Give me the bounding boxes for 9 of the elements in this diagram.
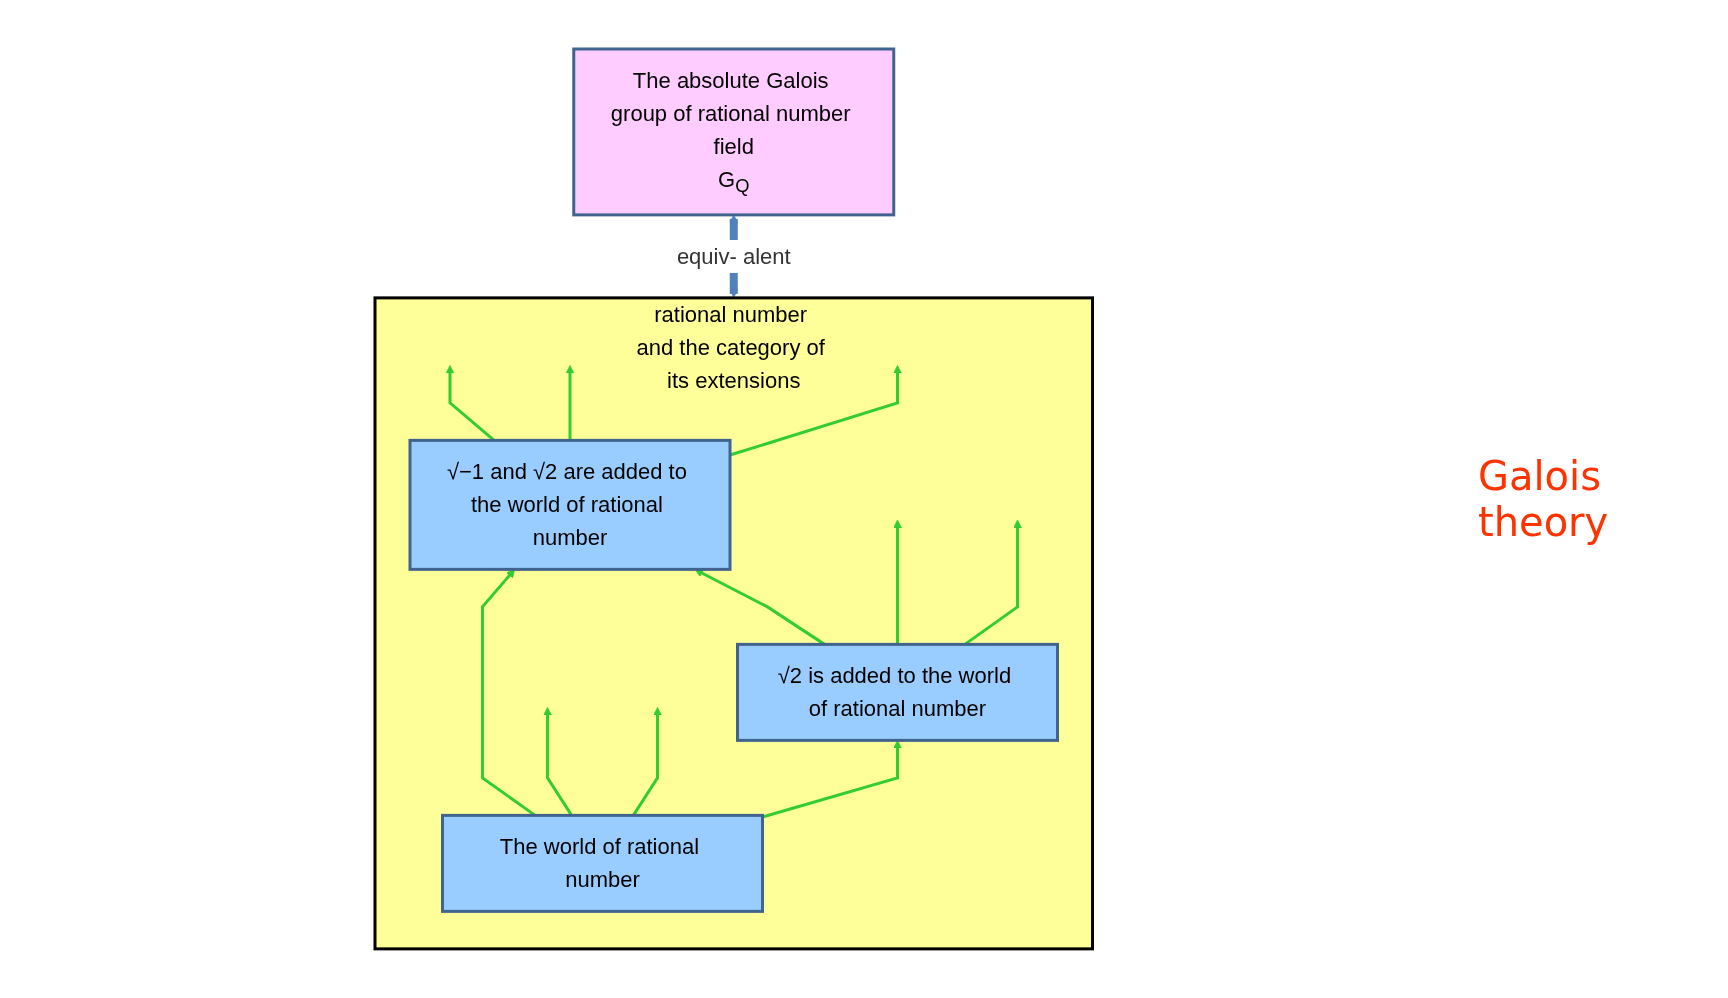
node-box: The absolute Galois group of rational number field G$_{Q}$ bbox=[572, 47, 896, 217]
arrow bbox=[893, 519, 903, 645]
arrow bbox=[565, 365, 575, 441]
edge-label: equiv- alent bbox=[677, 243, 791, 269]
note-text: Galois theory bbox=[1478, 453, 1610, 545]
node-box: The world of rational number bbox=[441, 813, 765, 913]
arrow bbox=[762, 740, 903, 819]
node-box: √−1 and √2 are added to the world of rational number bbox=[408, 438, 732, 571]
node-box: √2 is added to the world of rational number bbox=[736, 642, 1060, 742]
